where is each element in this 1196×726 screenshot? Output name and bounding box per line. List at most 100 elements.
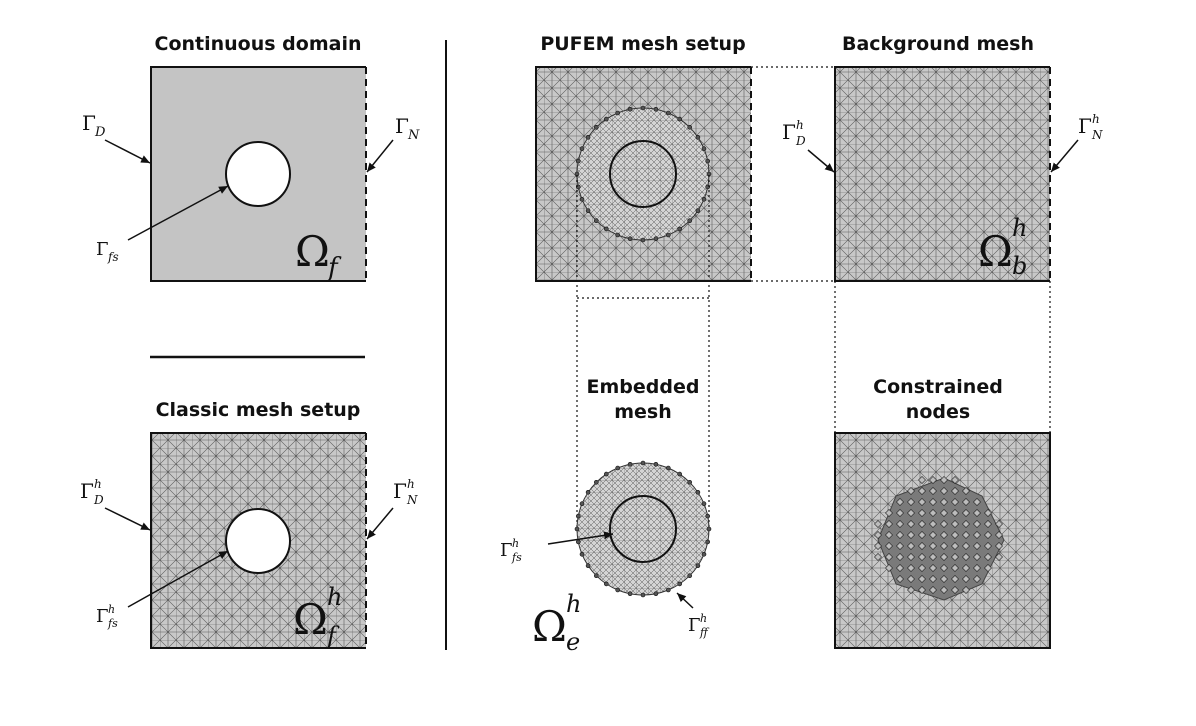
constrained-node xyxy=(918,498,926,506)
constrained-node xyxy=(896,509,904,517)
svg-text:Γ: Γ xyxy=(96,606,109,627)
boundary-node xyxy=(705,539,711,545)
boundary-node xyxy=(640,237,646,243)
boundary-node xyxy=(603,226,609,232)
pufem-hole-boundary xyxy=(609,140,677,208)
background-mesh-square xyxy=(835,67,1050,281)
classic-mesh-panel: Classic mesh setup Γ h D Γ h N Γ h fs Ω … xyxy=(80,399,418,650)
boundary-node xyxy=(615,232,621,238)
boundary-node xyxy=(627,236,633,241)
continuous-domain-panel: Continuous domain Γ D Γ N Γ fs Ω f xyxy=(82,33,420,283)
boundary-node xyxy=(579,501,585,507)
constrained-node xyxy=(940,509,948,517)
constrained-node xyxy=(951,531,959,539)
svg-text:h: h xyxy=(407,477,415,491)
constrained-node xyxy=(907,586,915,594)
boundary-node xyxy=(574,526,580,532)
constrained-node xyxy=(885,520,893,528)
boundary-node xyxy=(665,232,671,238)
boundary-node xyxy=(677,226,683,232)
label-gamma-d-h: Γ h D xyxy=(80,477,104,507)
label-gamma-d: Γ D xyxy=(82,111,106,140)
svg-text:Ω: Ω xyxy=(978,227,1013,276)
constrained-node xyxy=(929,487,937,495)
boundary-node xyxy=(701,551,707,557)
boundary-node xyxy=(579,551,585,557)
boundary-node xyxy=(593,125,599,130)
boundary-node xyxy=(677,116,683,122)
boundary-node xyxy=(579,197,585,202)
constrained-node xyxy=(918,476,926,484)
svg-text:Γ: Γ xyxy=(1078,114,1092,138)
constrained-node xyxy=(907,542,915,550)
constrained-node xyxy=(951,520,959,528)
constrained-node xyxy=(940,542,948,550)
svg-text:N: N xyxy=(407,128,420,143)
constrained-node xyxy=(984,542,992,550)
constrained-node xyxy=(929,542,937,550)
boundary-node xyxy=(653,236,659,241)
constrained-node xyxy=(929,531,937,539)
constrained-node xyxy=(929,553,937,561)
embedded-boundary-nodes xyxy=(574,460,712,598)
boundary-node xyxy=(579,146,585,151)
label-omega-b-h: Ω h b xyxy=(978,214,1027,280)
boundary-node xyxy=(627,591,633,597)
boundary-node xyxy=(615,110,621,116)
constrained-node xyxy=(940,553,948,561)
svg-text:h: h xyxy=(108,603,115,616)
constrained-node xyxy=(885,553,893,561)
constrained-node xyxy=(940,586,948,594)
svg-text:Γ: Γ xyxy=(688,615,701,636)
constrained-node xyxy=(973,575,981,583)
constrained-node xyxy=(929,498,937,506)
boundary-node xyxy=(585,135,591,140)
constrained-node xyxy=(984,509,992,517)
constrained-node xyxy=(885,564,893,572)
constrained-node xyxy=(907,575,915,583)
constrained-node xyxy=(896,520,904,528)
svg-text:D: D xyxy=(94,125,106,140)
boundary-node xyxy=(695,489,701,495)
constrained-node xyxy=(929,476,937,484)
svg-text:Γ: Γ xyxy=(393,479,407,503)
constrained-node xyxy=(896,553,904,561)
boundary-node xyxy=(653,591,659,597)
constrained-node xyxy=(896,542,904,550)
boundary-node xyxy=(695,135,701,140)
constrained-node xyxy=(940,498,948,506)
constrained-node xyxy=(962,564,970,572)
svg-text:h: h xyxy=(512,537,519,550)
constrained-node xyxy=(951,487,959,495)
boundary-node xyxy=(665,465,671,471)
constrained-node xyxy=(918,553,926,561)
boundary-node xyxy=(593,218,599,223)
constrained-nodes-title-line1: Constrained xyxy=(873,376,1003,398)
constrained-node xyxy=(962,553,970,561)
boundary-node xyxy=(585,208,591,213)
hole xyxy=(225,141,291,207)
boundary-node xyxy=(687,479,693,485)
constrained-node xyxy=(885,531,893,539)
label-gamma-fs-h: Γ h fs xyxy=(96,603,118,630)
constrained-node xyxy=(973,564,981,572)
svg-text:h: h xyxy=(327,583,342,611)
boundary-node xyxy=(603,581,609,587)
constrained-node xyxy=(995,531,1003,539)
boundary-node xyxy=(640,592,646,598)
constrained-node xyxy=(973,498,981,506)
label-gamma-d-h-bg: Γ h D xyxy=(782,118,806,148)
svg-text:Γ: Γ xyxy=(96,239,109,260)
constrained-node xyxy=(951,498,959,506)
constrained-node xyxy=(896,575,904,583)
label-gamma-n-h: Γ h N xyxy=(393,477,418,507)
boundary-node xyxy=(701,501,707,507)
constrained-node xyxy=(962,487,970,495)
constrained-node xyxy=(995,520,1003,528)
boundary-node xyxy=(653,107,659,112)
pufem-boundary-nodes xyxy=(574,105,712,243)
svg-text:D: D xyxy=(795,134,806,148)
boundary-node xyxy=(575,539,581,545)
constrained-node xyxy=(907,498,915,506)
